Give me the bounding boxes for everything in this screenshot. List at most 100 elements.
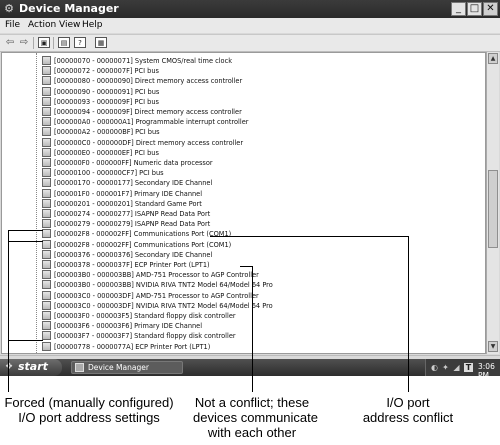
device-manager-icon	[75, 363, 84, 372]
language-icon[interactable]: T	[464, 363, 473, 372]
device-row[interactable]: [00000093 - 0000009F] PCI bus	[2, 96, 482, 107]
device-label: [00000094 - 0000009F] Direct memory acce…	[54, 108, 242, 116]
device-icon	[42, 300, 51, 310]
device-row[interactable]: [000001F0 - 000001F7] Primary IDE Channe…	[2, 188, 482, 199]
device-row[interactable]: [000002F8 - 000002FF] Communications Por…	[2, 239, 482, 250]
help-icon[interactable]: ?	[74, 37, 86, 48]
device-icon	[42, 158, 51, 167]
device-label: [00000070 - 00000071] System CMOS/real t…	[54, 57, 233, 65]
device-label: [00000100 - 000000CF7] PCI bus	[54, 169, 164, 178]
device-row[interactable]: [00000778 - 0000077A] ECP Printer Port (…	[2, 341, 482, 352]
start-label: start	[18, 360, 48, 373]
device-icon	[42, 270, 51, 280]
start-button[interactable]: ❖ start	[0, 359, 62, 376]
device-row[interactable]: [000000C0 - 000000DF] Direct memory acce…	[2, 137, 482, 148]
scroll-thumb[interactable]	[488, 170, 498, 248]
device-row[interactable]: [00000378 - 0000037F] ECP Printer Port (…	[2, 260, 482, 270]
menu-file[interactable]: File	[5, 20, 21, 30]
close-button[interactable]: ✕	[483, 2, 498, 16]
tree-connector-line	[36, 53, 37, 353]
toolbar: ⇦ ⇨ ▣ ▤ ? ▦	[0, 34, 500, 52]
back-arrow-icon[interactable]: ⇦	[5, 37, 15, 48]
device-label: [00000090 - 00000091] PCI bus	[54, 87, 160, 96]
menu-action[interactable]: Action	[28, 20, 57, 30]
device-tree[interactable]: [00000070 - 00000071] System CMOS/real t…	[1, 52, 486, 354]
device-icon	[42, 168, 51, 178]
taskbar-device-manager[interactable]: Device Manager	[71, 361, 183, 374]
not-conflict-callout-line	[252, 266, 253, 392]
device-row[interactable]: [000003F0 - 000003F5] Standard floppy di…	[2, 311, 482, 321]
forward-arrow-icon[interactable]: ⇨	[19, 37, 29, 48]
device-label: [000003F0 - 000003F5] Standard floppy di…	[54, 312, 236, 320]
conflict-annotation-text: I/O port address conflict	[362, 395, 454, 425]
scan-icon[interactable]: ▦	[95, 37, 107, 48]
device-icon	[42, 107, 51, 116]
device-row[interactable]: [00000170 - 00000177] Secondary IDE Chan…	[2, 178, 482, 188]
device-row[interactable]: [000003F6 - 000003F6] Primary IDE Channe…	[2, 321, 482, 331]
volume-icon[interactable]: ◢	[453, 363, 460, 372]
device-row[interactable]: [000002F8 - 000002FF] Communications Por…	[2, 229, 482, 239]
forced-callout-tick	[8, 230, 43, 231]
minimize-button[interactable]: _	[451, 2, 466, 16]
forced-callout-tick	[8, 340, 43, 341]
scroll-down-icon[interactable]: ▼	[488, 341, 498, 352]
device-row[interactable]: [00000094 - 0000009F] Direct memory acce…	[2, 107, 482, 117]
device-icon	[42, 76, 51, 86]
device-label: [000002F8 - 000002FF] Communications Por…	[54, 240, 232, 249]
device-row[interactable]: [000003B0 - 000003BB] AMD-751 Processor …	[2, 270, 482, 280]
device-label: [00000201 - 00000201] Standard Game Port	[54, 199, 202, 208]
device-row[interactable]: [000003B0 - 000003BB] NVIDIA RIVA TNT2 M…	[2, 280, 482, 290]
device-row[interactable]: [000000F0 - 000000FF] Numeric data proce…	[2, 158, 482, 168]
device-label: [00000080 - 00000090] Direct memory acce…	[54, 77, 243, 86]
device-row[interactable]: [00000080 - 00000090] Direct memory acce…	[2, 76, 482, 86]
device-row[interactable]: [00000274 - 00000277] ISAPNP Read Data P…	[2, 209, 482, 219]
device-label: [000003C0 - 000003DF] AMD-751 Processor …	[54, 291, 259, 300]
device-manager-icon: ⚙	[4, 2, 14, 15]
conflict-annotation: I/O port address conflict	[360, 395, 456, 425]
device-row[interactable]: [000003C0 - 000003DF] AMD-751 Processor …	[2, 290, 482, 301]
device-row[interactable]: [00000376 - 00000376] Secondary IDE Chan…	[2, 249, 482, 260]
maximize-button[interactable]: □	[467, 2, 482, 16]
device-row[interactable]: [00000072 - 0000007F] PCI bus	[2, 66, 482, 76]
scroll-up-icon[interactable]: ▲	[488, 53, 498, 64]
toolbar-separator	[33, 37, 34, 49]
device-label: [000003C0 - 000003DF] NVIDIA RIVA TNT2 M…	[54, 301, 273, 310]
conflict-callout-line	[408, 236, 409, 392]
properties-icon[interactable]: ▣	[38, 37, 50, 48]
device-label: [00000072 - 0000007F] PCI bus	[54, 67, 159, 76]
device-label: [000003B0 - 000003BB] AMD-751 Processor …	[54, 271, 259, 280]
device-row[interactable]: [00000201 - 00000201] Standard Game Port	[2, 198, 482, 209]
not-conflict-callout-tick	[240, 266, 252, 267]
security-icon[interactable]: ✦	[442, 363, 449, 372]
device-icon	[42, 209, 51, 218]
device-label: [000003F6 - 000003F6] Primary IDE Channe…	[54, 322, 203, 331]
vertical-scrollbar[interactable]: ▲ ▼	[486, 52, 499, 354]
device-row[interactable]: [000003C0 - 000003DF] NVIDIA RIVA TNT2 M…	[2, 300, 482, 311]
device-icon	[42, 178, 51, 188]
device-row[interactable]: [000000E0 - 000000EF] PCI bus	[2, 147, 482, 158]
title-bar[interactable]: ⚙ Device Manager _ □ ✕	[0, 0, 500, 18]
device-icon	[42, 249, 51, 259]
device-row[interactable]: [00000279 - 00000279] ISAPNP Read Data P…	[2, 219, 482, 229]
device-label: [00000093 - 0000009F] PCI bus	[54, 97, 159, 106]
device-icon	[42, 341, 51, 351]
print-icon[interactable]: ▤	[58, 37, 70, 48]
device-icon	[42, 260, 51, 269]
device-row[interactable]: [000000A0 - 000000A1] Programmable inter…	[2, 117, 482, 127]
menu-view[interactable]: View	[59, 20, 81, 30]
device-label: [000000C0 - 000000DF] Direct memory acce…	[54, 138, 244, 147]
device-row[interactable]: [000003F7 - 000003F7] Standard floppy di…	[2, 331, 482, 341]
device-icon	[42, 137, 51, 147]
forced-callout-tick	[8, 241, 43, 242]
forced-annotation: Forced (manually configured) I/O port ad…	[0, 395, 178, 425]
device-row[interactable]: [000000A2 - 000000BF] PCI bus	[2, 127, 482, 137]
device-row[interactable]: [00000070 - 00000071] System CMOS/real t…	[2, 56, 482, 66]
device-icon	[42, 86, 51, 96]
device-icon	[42, 219, 51, 229]
menu-help[interactable]: Help	[82, 20, 103, 30]
device-label: [00000279 - 00000279] ISAPNP Read Data P…	[54, 220, 211, 229]
device-label: [000000E0 - 000000EF] PCI bus	[54, 148, 159, 157]
device-row[interactable]: [00000090 - 00000091] PCI bus	[2, 86, 482, 97]
device-row[interactable]: [00000100 - 000000CF7] PCI bus	[2, 168, 482, 178]
network-icon[interactable]: ◐	[431, 363, 438, 372]
